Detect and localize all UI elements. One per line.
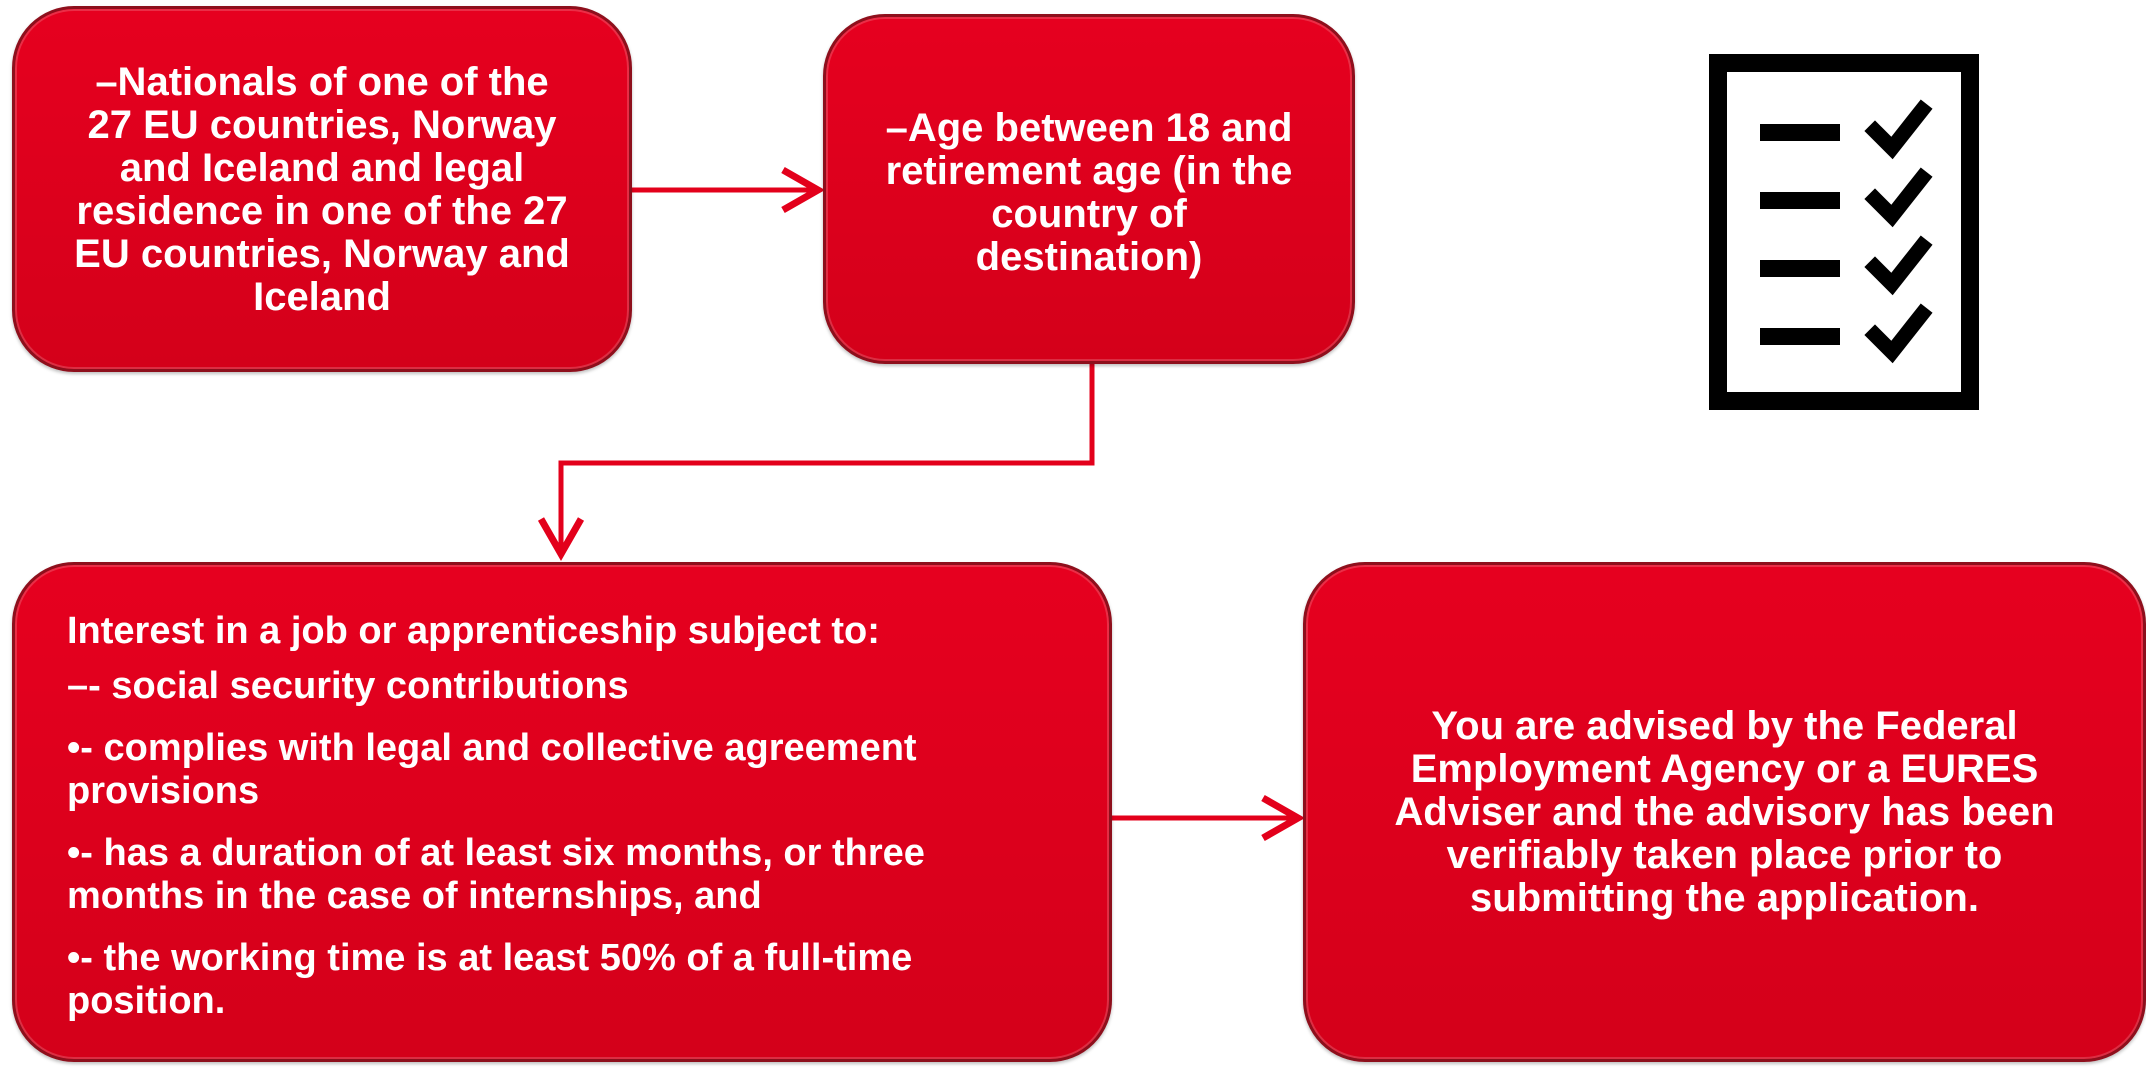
box4-line: Employment Agency or a EURES bbox=[1410, 746, 2039, 791]
box1-line: EU countries, Norway and bbox=[74, 232, 570, 276]
job-interest-heading: Interest in a job or apprenticeship subj… bbox=[67, 610, 880, 652]
box4-line: You are advised by the Federal bbox=[1431, 703, 2018, 748]
job-condition-item: •- the working time is at least 50% of a… bbox=[67, 937, 913, 1022]
checklist-icon bbox=[1709, 54, 1979, 410]
box2-line: retirement age (in the bbox=[885, 149, 1293, 193]
eligibility-job-interest-box: Interest in a job or apprenticeship subj… bbox=[12, 562, 1112, 1062]
box1-line: 27 EU countries, Norway bbox=[87, 103, 557, 147]
eligibility-nationality-box: –Nationals of one of the 27 EU countries… bbox=[12, 6, 632, 372]
box2-line: –Age between 18 and bbox=[885, 106, 1293, 150]
box1-line: and Iceland and legal bbox=[119, 146, 525, 190]
box1-line: –Nationals of one of the bbox=[95, 60, 549, 104]
box2-line: destination) bbox=[975, 235, 1203, 279]
eligibility-age-box: –Age between 18 and retirement age (in t… bbox=[823, 14, 1355, 364]
arrow-box2-to-box3 bbox=[537, 364, 1095, 562]
job-condition-item: •- has a duration of at least six months… bbox=[67, 832, 925, 917]
job-condition-item: –- social security contributions bbox=[67, 665, 629, 707]
job-condition-item: •- complies with legal and collective ag… bbox=[67, 727, 917, 812]
box1-line: residence in one of the 27 bbox=[76, 189, 568, 233]
box2-line: country of bbox=[991, 192, 1187, 236]
eligibility-advisory-box: You are advised by the Federal Employmen… bbox=[1303, 562, 2146, 1062]
box1-line: Iceland bbox=[253, 275, 391, 319]
box4-line: Adviser and the advisory has been bbox=[1394, 789, 2055, 834]
box4-line: verifiably taken place prior to bbox=[1446, 832, 2003, 877]
box4-line: submitting the application. bbox=[1470, 875, 1979, 920]
